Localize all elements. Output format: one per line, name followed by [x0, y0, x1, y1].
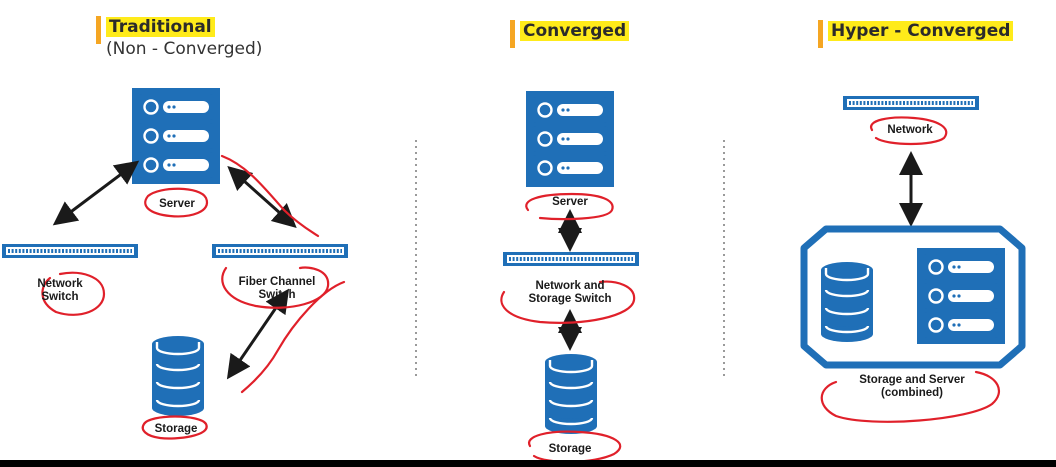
label-line: Network and [535, 280, 605, 292]
traditional-server-label: Server [159, 198, 195, 210]
traditional-network-switch-label: Network Switch [22, 278, 98, 304]
converged-switch-label: Network and Storage Switch [500, 280, 640, 306]
label-line: Storage and Server [859, 374, 965, 386]
label-line: Switch [258, 289, 296, 301]
arrow-server-fiber [227, 166, 297, 228]
label-line: Storage Switch [528, 293, 612, 305]
converged-server-icon [526, 91, 614, 187]
traditional-fiber-channel-switch-icon [210, 242, 350, 260]
label-line: Network [37, 278, 83, 290]
converged-switch-icon [501, 250, 641, 268]
hyper-combined-label: Storage and Server (combined) [832, 374, 992, 400]
traditional-heading: Traditional (Non - Converged) [96, 16, 263, 60]
hyper-server-icon [917, 248, 1005, 344]
converged-title: Converged [520, 21, 630, 41]
hyper-network-label: Network [887, 124, 933, 136]
traditional-network-switch-icon [0, 242, 140, 260]
converged-storage-icon [543, 352, 599, 436]
label-line: (combined) [881, 387, 943, 399]
converged-heading: Converged [510, 20, 630, 48]
traditional-storage-label: Storage [154, 423, 198, 435]
hyper-network-switch-icon [841, 94, 981, 112]
traditional-title: Traditional [106, 17, 215, 37]
hyper-converged-title: Hyper - Converged [828, 21, 1014, 41]
bottom-border [0, 460, 1056, 467]
heading-accent-bar [510, 20, 515, 48]
traditional-server-icon [132, 88, 220, 184]
heading-accent-bar [96, 16, 101, 44]
arrow-server-network [52, 160, 140, 226]
converged-server-label: Server [552, 196, 588, 208]
label-line: Switch [41, 291, 79, 303]
label-line: Fiber Channel [238, 276, 316, 288]
hyper-storage-icon [819, 260, 875, 344]
converged-storage-label: Storage [548, 443, 592, 455]
handwritten-annotations [41, 116, 1000, 463]
hyper-converged-heading: Hyper - Converged [818, 20, 1014, 48]
heading-accent-bar [818, 20, 823, 48]
traditional-storage-icon [150, 334, 206, 418]
traditional-fiber-channel-label: Fiber Channel Switch [222, 276, 332, 302]
traditional-subtitle: (Non - Converged) [106, 39, 263, 59]
